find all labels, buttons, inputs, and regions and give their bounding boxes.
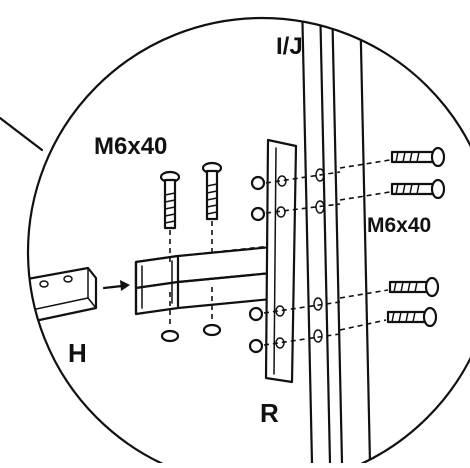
bracket-holes: [275, 168, 325, 349]
nuts: [248, 171, 341, 354]
magnified-content: M6x40 M6x40 I/J H R: [28, 18, 446, 465]
insert-arrow: [102, 280, 130, 291]
bracket-r: [264, 138, 298, 384]
top-screw-size-label: M6x40: [94, 133, 167, 160]
panel-label: I/J: [276, 33, 303, 60]
square-tube: [134, 243, 291, 316]
side-screw-size-label: M6x40: [367, 214, 431, 237]
top-screws: [159, 161, 223, 262]
magnifier-circle: [26, 16, 470, 468]
beam-label: H: [68, 338, 87, 368]
leader-line: [0, 116, 44, 152]
side-screws: [339, 146, 446, 331]
bracket-label: R: [260, 398, 279, 428]
side-panel: [300, 18, 372, 465]
bottom-nuts: [160, 287, 222, 343]
